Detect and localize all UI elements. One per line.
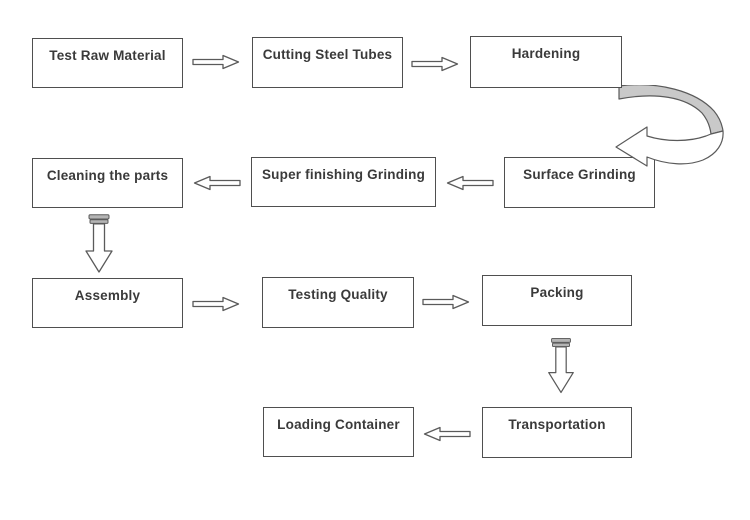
node-label: Test Raw Material: [49, 48, 166, 63]
node-assembly: Assembly: [32, 278, 183, 328]
block-arrow-right-icon: [411, 56, 459, 72]
node-hardening: Hardening: [470, 36, 622, 88]
node-label: Assembly: [74, 288, 141, 303]
node-transportation: Transportation: [482, 407, 632, 458]
node-label: Transportation: [508, 417, 606, 432]
node-label: Packing: [530, 285, 584, 300]
node-cleaning-the-parts: Cleaning the parts: [32, 158, 183, 208]
ribbed-down-arrow-icon: [548, 337, 574, 394]
node-loading-container: Loading Container: [263, 407, 414, 457]
node-surface-grinding: Surface Grinding: [504, 157, 655, 208]
node-label: Cutting Steel Tubes: [262, 47, 393, 62]
curved-ribbon-arrow-icon: [615, 85, 724, 167]
block-arrow-left-icon: [423, 426, 471, 442]
node-super-finishing-grinding: Super finishing Grinding: [251, 157, 436, 207]
node-label: Loading Container: [277, 417, 400, 432]
node-label: Surface Grinding: [523, 167, 636, 182]
node-test-raw-material: Test Raw Material: [32, 38, 183, 88]
node-testing-quality: Testing Quality: [262, 277, 414, 328]
node-label: Testing Quality: [288, 287, 388, 302]
node-label: Hardening: [511, 46, 581, 61]
node-cutting-steel-tubes: Cutting Steel Tubes: [252, 37, 403, 88]
node-label: Super finishing Grinding: [261, 167, 426, 182]
node-label: Cleaning the parts: [46, 168, 169, 183]
node-packing: Packing: [482, 275, 632, 326]
block-arrow-right-icon: [192, 54, 240, 70]
ribbed-down-arrow-icon: [85, 214, 113, 273]
block-arrow-left-icon: [446, 175, 494, 191]
block-arrow-left-icon: [193, 175, 241, 191]
block-arrow-right-icon: [192, 296, 240, 312]
block-arrow-right-icon: [422, 294, 470, 310]
